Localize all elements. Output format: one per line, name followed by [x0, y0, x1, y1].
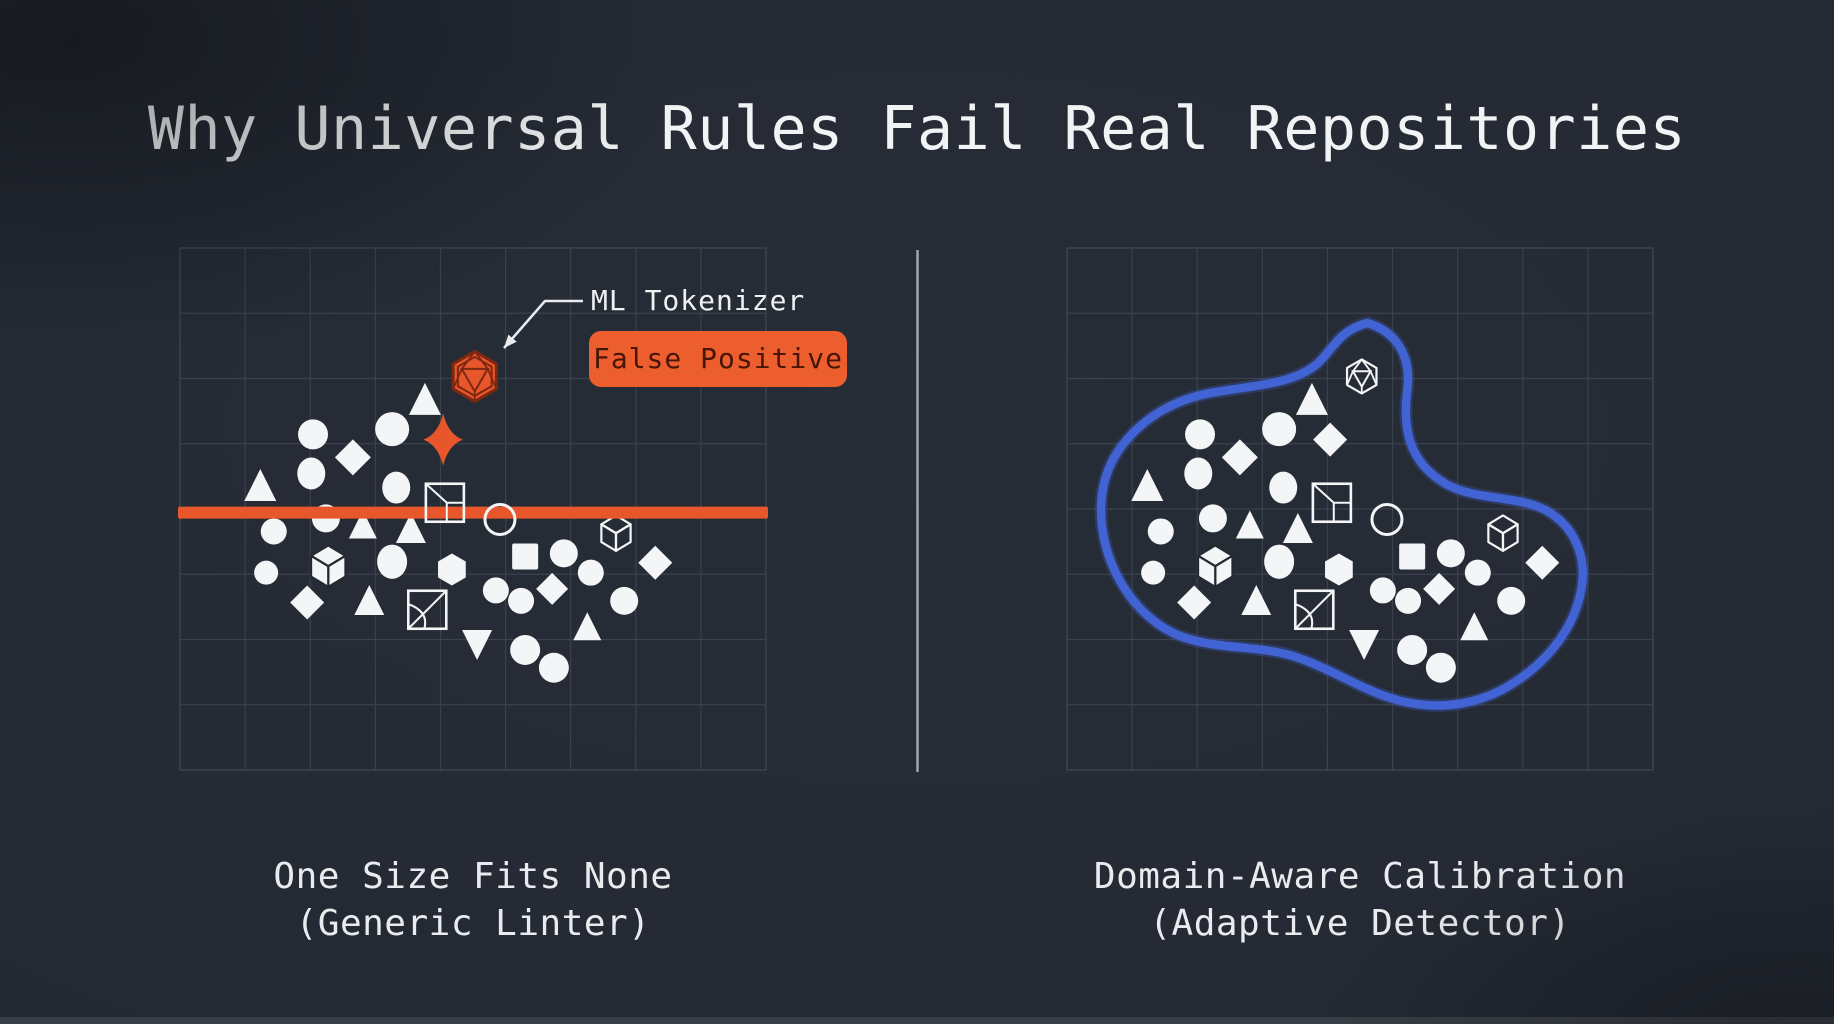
- shape-circle: [1436, 539, 1465, 568]
- shape-circle: [375, 412, 410, 447]
- shape-circle: [1395, 587, 1422, 614]
- shape-triangle: [408, 382, 441, 415]
- shape-cube-outline: [1487, 514, 1519, 535]
- right-panel-shapes: [1131, 358, 1560, 683]
- shape-cube-outline: [614, 523, 632, 552]
- shape-triangle: [1131, 469, 1164, 502]
- threshold-line: [178, 506, 768, 519]
- annotation-arrowhead: [504, 334, 517, 348]
- left-panel-shapes: [244, 349, 673, 683]
- shape-circle: [577, 559, 604, 586]
- shape-triangle: [573, 612, 602, 641]
- d20-outline-icon: [1345, 358, 1378, 395]
- shape-diamond: [1423, 572, 1456, 605]
- ml-tokenizer-label: ML Tokenizer: [591, 284, 806, 317]
- shape-circle: [549, 539, 578, 568]
- shape-circle: [260, 518, 287, 545]
- shape-triangle: [1241, 585, 1272, 616]
- shape-ellipse: [377, 544, 408, 579]
- shape-circle: [1147, 518, 1174, 545]
- shape-circle: [508, 587, 535, 614]
- shape-circle: [298, 419, 329, 450]
- shape-triangle: [354, 585, 385, 616]
- shape-circle: [1141, 560, 1166, 585]
- shape-circle: [610, 586, 639, 615]
- left-panel-shapes-above-line: [424, 482, 517, 536]
- decision-boundary-blob: [1096, 318, 1588, 710]
- shape-diamond: [334, 439, 371, 476]
- shape-diamond: [1525, 545, 1560, 580]
- shape-diamond: [536, 572, 569, 605]
- right-panel-grid: [1066, 247, 1654, 771]
- right-caption-line1: Domain-Aware Calibration: [1093, 856, 1627, 897]
- shape-triangle: [395, 513, 426, 544]
- shape-triangle: [1460, 612, 1489, 641]
- annotation-arrow: [503, 299, 583, 349]
- shape-note-glyph: [406, 589, 448, 631]
- shape-cube-outline: [600, 523, 618, 552]
- shape-circle: [510, 634, 541, 665]
- shape-diamond: [1177, 585, 1212, 620]
- shape-diamond: [1313, 422, 1348, 457]
- shape-ring: [1370, 502, 1404, 536]
- shape-ellipse: [382, 471, 411, 504]
- shape-triangle: [1282, 513, 1313, 544]
- decision-boundary-glow: [1094, 316, 1590, 712]
- shape-square: [512, 543, 539, 570]
- shape-circle: [1198, 504, 1227, 533]
- shape-square: [1399, 543, 1426, 570]
- shape-cube-outline: [1487, 523, 1505, 552]
- shape-ellipse: [1264, 544, 1295, 579]
- shape-cube-filled: [1196, 554, 1217, 589]
- shape-circle: [254, 560, 279, 585]
- false-positive-badge: False Positive: [589, 331, 847, 387]
- shape-circle: [1425, 652, 1456, 683]
- shape-diamond: [638, 545, 673, 580]
- shape-hexagon: [438, 553, 466, 586]
- shape-cube-filled: [309, 554, 330, 589]
- shape-diamond: [1221, 439, 1258, 476]
- right-caption-line2: (Adaptive Detector): [1149, 903, 1571, 944]
- bottom-edge-strip: [0, 1017, 1834, 1024]
- d20-gem-icon: [451, 349, 498, 403]
- shape-circle: [1464, 559, 1491, 586]
- shape-triangle-down: [462, 630, 493, 661]
- shape-triangle: [1295, 382, 1328, 415]
- shape-circle: [538, 652, 569, 683]
- shape-triangle: [1235, 510, 1264, 539]
- left-caption-line1: One Size Fits None: [273, 856, 673, 897]
- shape-note-glyph: [1293, 589, 1335, 631]
- shape-diamond: [290, 585, 325, 620]
- shape-ellipse: [297, 457, 326, 490]
- shape-note-glyph: [1311, 482, 1353, 524]
- left-panel-caption: One Size Fits None (Generic Linter): [123, 853, 823, 947]
- shape-circle: [1262, 412, 1297, 447]
- shape-ellipse: [1184, 457, 1213, 490]
- shape-circle: [1369, 577, 1396, 604]
- right-panel-caption: Domain-Aware Calibration (Adaptive Detec…: [1010, 853, 1710, 947]
- shape-circle: [1397, 634, 1428, 665]
- shape-hexagon: [1325, 553, 1353, 586]
- left-caption-line2: (Generic Linter): [295, 903, 651, 944]
- shape-circle: [482, 577, 509, 604]
- shape-triangle: [348, 510, 377, 539]
- shape-ring: [483, 502, 517, 536]
- shape-circle: [1497, 586, 1526, 615]
- shape-circle: [1185, 419, 1216, 450]
- shape-ellipse: [1269, 471, 1298, 504]
- shape-triangle: [244, 469, 277, 502]
- shape-triangle-down: [1349, 630, 1380, 661]
- shape-note-glyph: [424, 482, 466, 524]
- shape-cube-outline: [1501, 523, 1519, 552]
- orange-star-icon: [423, 413, 463, 466]
- page-title: Why Universal Rules Fail Real Repositori…: [147, 94, 1687, 164]
